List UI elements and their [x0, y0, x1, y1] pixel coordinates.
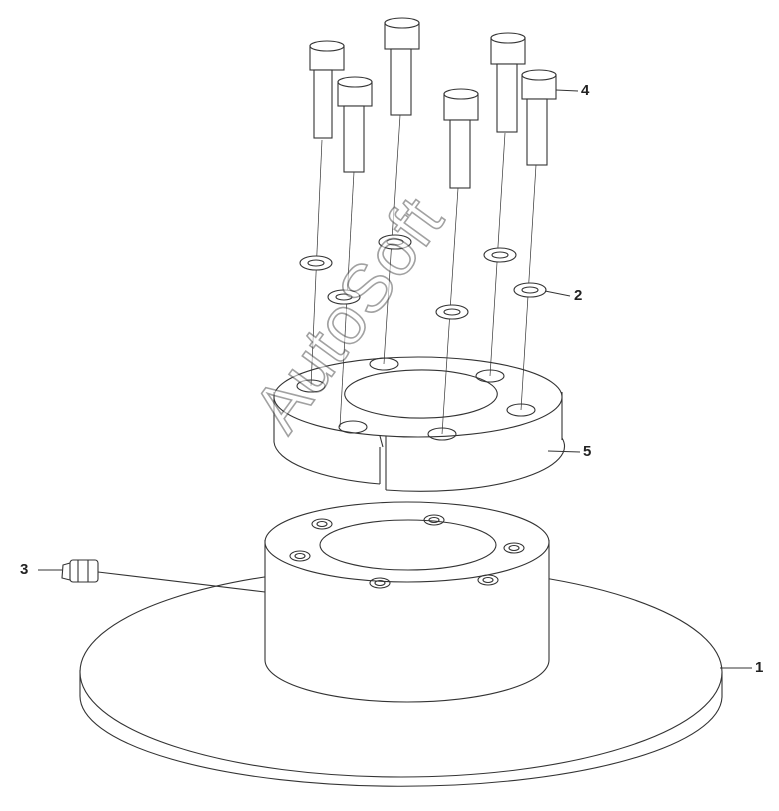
callout-label-2: 2 — [574, 287, 583, 304]
callout-leaders — [38, 89, 752, 669]
flange-bolt-holes — [296, 357, 536, 441]
cap-screws-part-4 — [309, 17, 557, 189]
cap-screw — [337, 76, 373, 173]
cap-screw — [309, 40, 345, 139]
cap-screw — [384, 17, 420, 116]
cap-screw — [490, 32, 526, 133]
callout-label-1: 1 — [755, 659, 764, 676]
grease-fitting-part-3 — [61, 559, 266, 593]
cap-screw — [521, 69, 557, 166]
washers-part-2 — [299, 234, 547, 320]
callout-label-4: 4 — [581, 82, 590, 99]
disc-base-part-1 — [79, 501, 723, 787]
hub-bolt-holes — [289, 514, 525, 589]
callout-label-5: 5 — [583, 443, 592, 460]
cap-screw — [443, 88, 479, 189]
callout-label-3: 3 — [20, 561, 29, 578]
split-flange-part-5 — [273, 356, 565, 492]
